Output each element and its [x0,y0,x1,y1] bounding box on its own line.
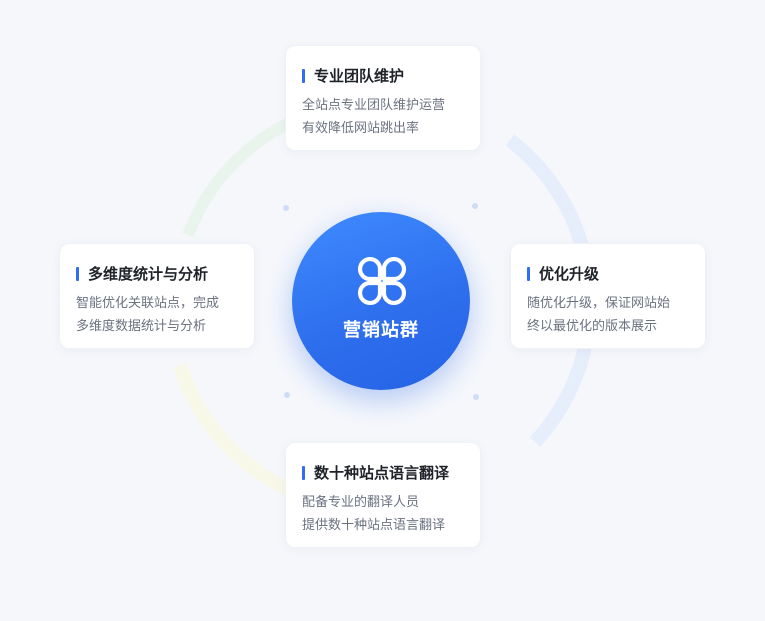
card-description: 智能优化关联站点，完成 多维度数据统计与分析 [76,292,238,338]
card-title-row: 多维度统计与分析 [76,264,238,284]
card-description: 配备专业的翻译人员 提供数十种站点语言翻译 [302,491,464,537]
feature-card-optimization: 优化升级 随优化升级，保证网站始 终以最优化的版本展示 [510,243,706,349]
ring-arc-green [182,112,303,238]
card-desc-line: 全站点专业团队维护运营 [302,98,446,113]
accent-bar [302,466,305,480]
center-hub [292,212,470,390]
card-title-row: 数十种站点语言翻译 [302,463,464,483]
accent-bar [76,267,79,281]
card-title: 数十种站点语言翻译 [314,464,450,482]
center-label: 营销站群 [343,320,419,341]
card-desc-line: 提供数十种站点语言翻译 [302,518,446,533]
accent-bar [527,267,530,281]
feature-card-statistics: 多维度统计与分析 智能优化关联站点，完成 多维度数据统计与分析 [59,243,255,349]
card-desc-line: 有效降低网站跳出率 [302,121,420,136]
card-title-row: 优化升级 [527,264,689,284]
decor-dot [283,205,289,211]
card-title: 优化升级 [539,265,600,283]
decor-dot [472,203,478,209]
card-title-row: 专业团队维护 [302,66,464,86]
decor-dot [473,394,479,400]
card-description: 全站点专业团队维护运营 有效降低网站跳出率 [302,94,464,140]
accent-bar [302,69,305,83]
four-petal-icon [357,256,407,306]
feature-card-translation: 数十种站点语言翻译 配备专业的翻译人员 提供数十种站点语言翻译 [285,442,481,548]
card-desc-line: 多维度数据统计与分析 [76,319,207,334]
card-title: 专业团队维护 [314,67,405,85]
card-description: 随优化升级，保证网站始 终以最优化的版本展示 [527,292,689,338]
card-desc-line: 终以最优化的版本展示 [527,319,658,334]
feature-card-team-maintenance: 专业团队维护 全站点专业团队维护运营 有效降低网站跳出率 [285,45,481,151]
card-title: 多维度统计与分析 [88,265,209,283]
card-desc-line: 智能优化关联站点，完成 [76,296,220,311]
card-desc-line: 配备专业的翻译人员 [302,495,420,510]
card-desc-line: 随优化升级，保证网站始 [527,296,671,311]
ring-arc-yellow [173,362,293,497]
decor-dot [284,392,290,398]
